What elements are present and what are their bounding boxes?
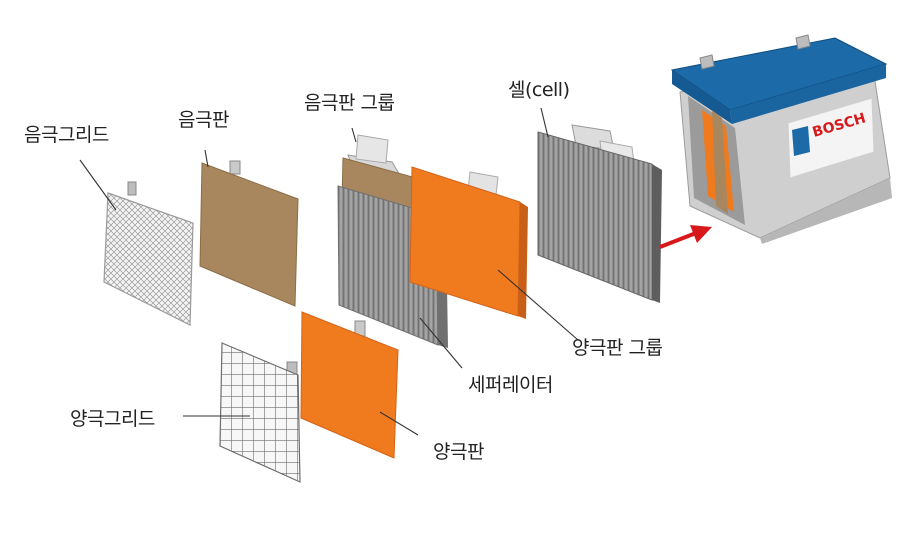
cell-graphic bbox=[537, 124, 662, 303]
positive-grid-graphic bbox=[219, 342, 301, 483]
positive-plate-graphic bbox=[300, 311, 399, 459]
label-negative-grid: 음극그리드 bbox=[24, 124, 109, 146]
leader-lines bbox=[79, 107, 579, 436]
label-separator: 세퍼레이터 bbox=[468, 374, 553, 396]
bosch-battery-graphic bbox=[670, 34, 892, 244]
label-positive-grid: 양극그리드 bbox=[70, 408, 155, 430]
label-positive-plate-group: 양극판 그룹 bbox=[572, 337, 663, 359]
label-negative-plate: 음극판 bbox=[178, 109, 229, 131]
label-positive-plate: 양극판 bbox=[433, 441, 484, 463]
negative-plate-graphic bbox=[199, 160, 299, 307]
negative-grid-graphic bbox=[103, 181, 194, 326]
red-arrow-icon bbox=[659, 225, 712, 249]
label-cell: 셀(cell) bbox=[508, 79, 570, 101]
label-negative-plate-group: 음극판 그룹 bbox=[304, 92, 395, 114]
